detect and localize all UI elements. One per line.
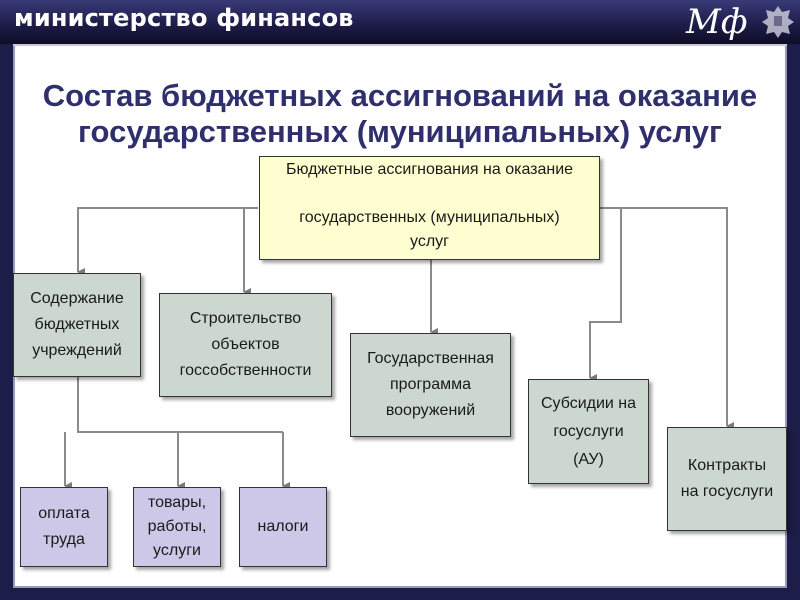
slide-title: Состав бюджетных ассигнований на оказани… [42,78,758,149]
header-divider [13,44,787,46]
header-title: министерство финансов [14,4,354,32]
ministry-logo: Мф [686,0,747,42]
subsidies-box: Субсидии на госуслуги (АУ) [528,379,649,484]
maintenance-box-label: Содержание бюджетных учреждений [30,290,124,359]
goods-box: товары, работы, услуги [133,487,221,567]
subsidies-box-label: Субсидии на госуслуги (АУ) [540,394,637,468]
header-bar: министерство финансов Мф [0,0,800,44]
goods-box-label: товары, работы, услуги [147,494,207,559]
connector-root-to-contracts [600,207,734,430]
connector-root-to-maintenance [77,207,258,276]
construction-box: Строительство объектов госсобственности [159,293,332,397]
maintenance-box: Содержание бюджетных учреждений [13,273,141,377]
logo-letter-m: М [686,2,721,42]
frame-left [0,44,13,600]
contracts-box-label: Контракты на госуслуги [680,457,774,500]
contracts-box: Контракты на госуслуги [667,427,787,531]
frame-bottom-line [13,586,787,588]
construction-box-label: Строительство объектов госсобственности [179,310,312,379]
root-box-label: Бюджетные ассигнования на оказание госуд… [285,161,574,250]
armament-box: Государственная программа вооружений [350,333,511,437]
connector-maintenance-to-children [77,376,283,433]
frame-right [787,44,800,600]
coat-of-arms-icon [762,6,794,38]
salary-box-label: оплата труда [38,505,90,548]
frame-right-line [785,44,787,600]
logo-letter-f: ф [720,2,748,42]
salary-box: оплата труда [20,487,108,567]
frame-bottom [0,588,800,600]
taxes-box: налоги [239,487,327,567]
root-box: Бюджетные ассигнования на оказание госуд… [259,156,600,260]
taxes-box-label: налоги [257,518,309,535]
armament-box-label: Государственная программа вооружений [367,350,494,419]
